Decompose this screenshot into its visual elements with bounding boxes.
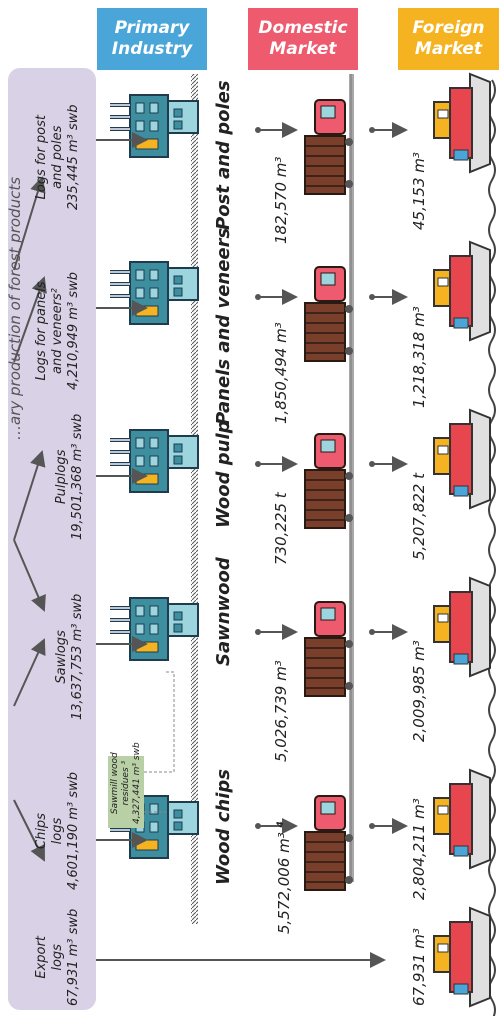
page-title-fragment: …ary production of forest products (6, 176, 24, 440)
foreign-panels-veneers: 1,218,318 m³ (410, 306, 428, 408)
domestic-wood-pulp: 730,225 t (272, 492, 290, 565)
product-sawnwood: Sawnwood (213, 557, 234, 666)
product-wood-pulp: Wood pulp (213, 420, 234, 528)
foreign-wood-pulp: 5,207,822 t (410, 473, 428, 560)
input-pulplogs: Pulplogs 19,501,368 m³ swb (54, 413, 85, 540)
foreign-export-logs: 67,931 m³ (410, 928, 428, 1006)
log-inputs-panel (8, 68, 96, 1010)
domestic-wood-chips: 5,572,006 m³ 4 (275, 821, 293, 934)
input-panels-veneers: Logs for panels and veneers² 4,210,949 m… (34, 272, 81, 390)
input-sawlogs: Sawlogs 13,637,753 m³ swb (54, 593, 85, 720)
input-export-logs: Export logs 67,931 m³ swb (34, 908, 81, 1006)
domestic-sawnwood: 5,026,739 m³ (272, 660, 290, 762)
foreign-sawnwood: 2,009,985 m³ (410, 640, 428, 742)
sawmill-residues-label: Sawmill wood residues ³ 4,327,441 m³ swb (110, 742, 142, 824)
product-post-poles: Post and poles (213, 80, 234, 230)
domestic-post-poles: 182,570 m³ (272, 156, 290, 244)
domestic-panels-veneers: 1,850,494 m³ (272, 322, 290, 424)
foreign-wood-chips: 2,804,211 m³ (410, 798, 428, 900)
input-post-poles: Logs for post and poles 235,445 m³ swb (34, 104, 81, 210)
product-wood-chips: Wood chips (213, 768, 234, 885)
input-chips-logs: Chips logs 4,601,190 m³ swb (34, 772, 81, 890)
header-domestic-market: Domestic Market (248, 8, 358, 70)
foreign-post-poles: 45,153 m³ (410, 152, 428, 230)
product-panels-veneers: Panels and veneers (213, 227, 234, 425)
header-foreign-market: Foreign Market (398, 8, 499, 70)
header-primary-industry: Primary Industry (97, 8, 207, 70)
